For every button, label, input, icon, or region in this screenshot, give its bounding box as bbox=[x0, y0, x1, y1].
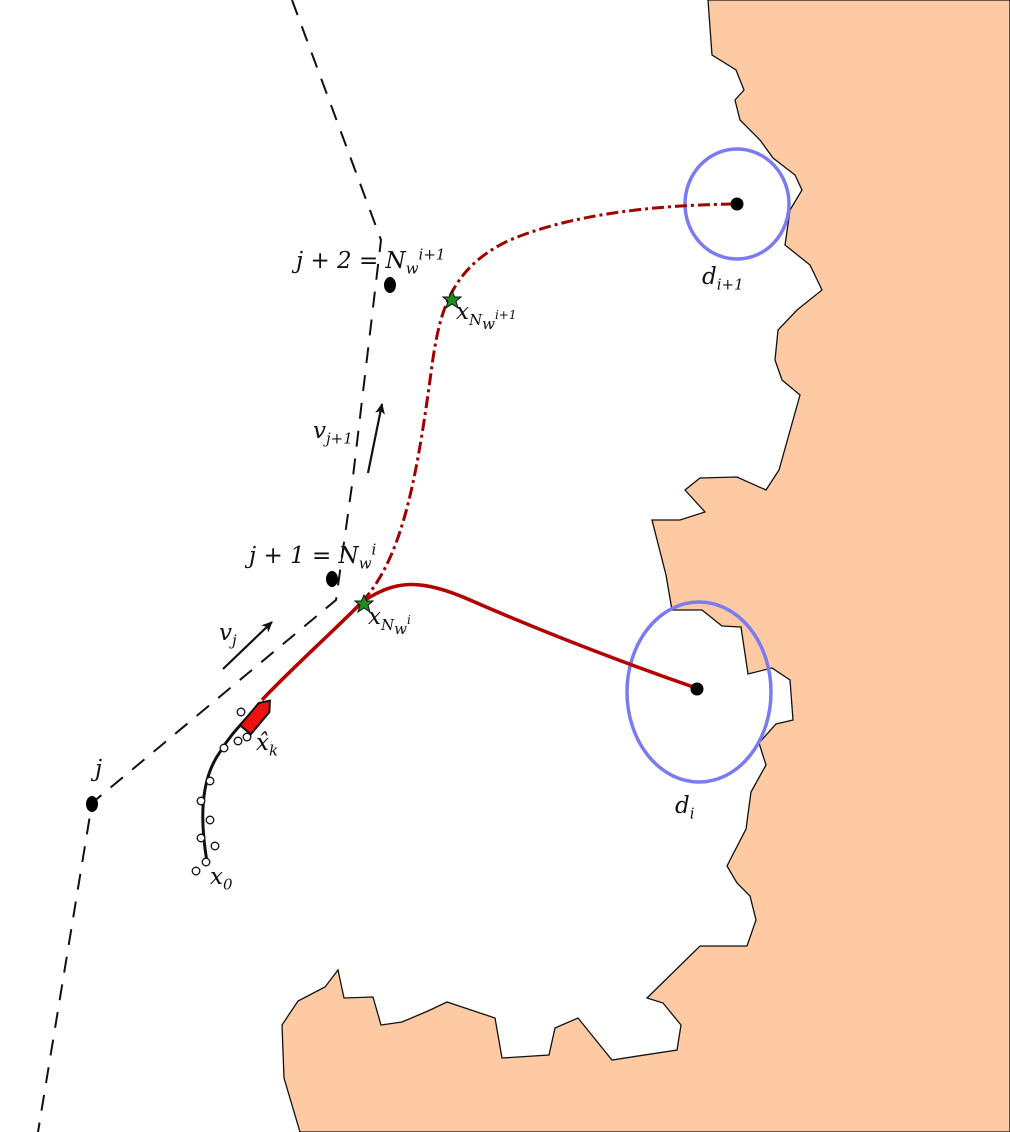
label-sub-sub: w bbox=[394, 619, 407, 638]
label-text: v bbox=[219, 620, 232, 646]
label-waypoint-j2: j + 2 = Nwi+1 bbox=[296, 247, 445, 276]
history-marker bbox=[201, 857, 211, 867]
goal-star-icon bbox=[441, 289, 463, 310]
planned-trajectory-next bbox=[360, 202, 738, 604]
label-sub: w bbox=[405, 259, 419, 278]
label-sub: Nwi bbox=[380, 612, 411, 637]
label-text: x̂ bbox=[256, 730, 269, 756]
waypoint-path bbox=[37, 0, 383, 1132]
docking-circle-d-i bbox=[625, 600, 773, 784]
label-sub: i+1 bbox=[716, 275, 744, 294]
label-text: x bbox=[210, 864, 223, 890]
label-velocity-v-j1: vj+1 bbox=[313, 418, 353, 447]
history-marker bbox=[210, 841, 220, 851]
label-sub: j+1 bbox=[326, 429, 353, 448]
history-marker bbox=[236, 707, 246, 717]
label-sup: i bbox=[371, 540, 377, 559]
label-text: j + 1 = N bbox=[249, 543, 359, 569]
label-goal-x-nwi1: xNwi+1 bbox=[456, 299, 516, 332]
label-text: d bbox=[702, 264, 717, 290]
history-marker bbox=[219, 743, 229, 753]
goal-star-icon bbox=[353, 593, 375, 614]
history-markers bbox=[191, 707, 252, 876]
label-sub: 0 bbox=[222, 875, 233, 894]
history-marker bbox=[242, 732, 252, 742]
history-marker bbox=[233, 736, 243, 746]
label-waypoint-j1: j + 1 = Nwi bbox=[249, 542, 376, 571]
label-text: x bbox=[368, 604, 381, 630]
label-sub-base: N bbox=[380, 615, 395, 634]
label-sub-sup: i bbox=[406, 612, 411, 627]
coastline-land-east bbox=[281, 0, 1010, 1132]
label-goal-x-nwi: xNwi bbox=[368, 604, 411, 637]
label-text: j + 2 = N bbox=[296, 248, 406, 274]
history-marker bbox=[205, 776, 215, 786]
history-marker bbox=[191, 866, 201, 876]
planned-trajectory-current bbox=[260, 582, 700, 702]
waypoint-j bbox=[86, 796, 98, 812]
docking-circle-d-i1 bbox=[683, 147, 791, 261]
label-sub: i bbox=[689, 804, 695, 823]
label-sub-sub: w bbox=[482, 314, 495, 333]
history-marker bbox=[205, 815, 215, 825]
waypoint-j2 bbox=[384, 277, 396, 293]
label-docking-d-i1: di+1 bbox=[702, 264, 744, 293]
label-sub-sup: i+1 bbox=[494, 307, 517, 322]
label-sub: Nwi+1 bbox=[468, 307, 517, 332]
label-sub: w bbox=[358, 554, 372, 573]
label-text: v bbox=[313, 418, 326, 444]
waypoint-j1 bbox=[326, 571, 338, 587]
vessel-icon bbox=[238, 699, 271, 736]
label-sup: i+1 bbox=[418, 245, 446, 264]
docking-point-d-i1 bbox=[730, 197, 744, 211]
history-marker bbox=[196, 833, 206, 843]
label-text: j bbox=[95, 756, 103, 782]
label-sub: j bbox=[232, 631, 237, 650]
label-sub: k bbox=[268, 741, 279, 760]
label-state-x-hat-k: x̂k bbox=[256, 730, 278, 759]
label-docking-d-i: di bbox=[675, 793, 695, 822]
label-velocity-v-j: vj bbox=[219, 620, 237, 649]
docking-point-d-i bbox=[690, 682, 704, 696]
velocity-arrow-v-j bbox=[222, 621, 273, 670]
velocity-arrow-v-j1 bbox=[366, 403, 385, 474]
label-text: d bbox=[675, 793, 690, 819]
label-text: x bbox=[456, 299, 469, 325]
label-waypoint-j: j bbox=[95, 758, 102, 781]
history-marker bbox=[196, 796, 206, 806]
label-state-x-0: x0 bbox=[210, 864, 233, 893]
label-sub-base: N bbox=[468, 310, 483, 329]
